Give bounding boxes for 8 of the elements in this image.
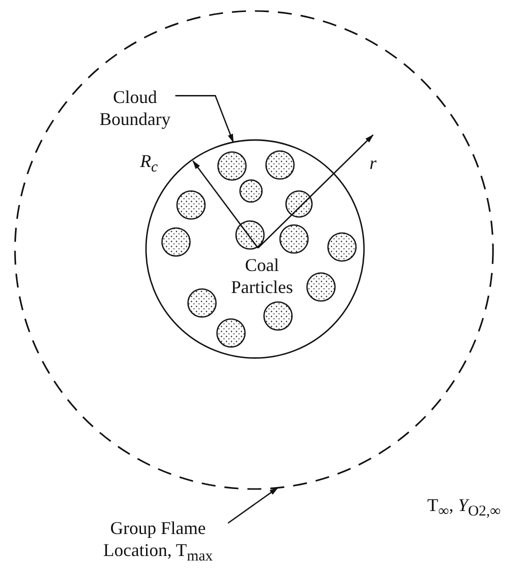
callout-label: Group Flame Location, T$_{max}$ bbox=[88, 517, 228, 568]
ambient-conditions-label: T$_{∞}$, Y$_{O2,∞}$ bbox=[426, 494, 502, 522]
particles-label: Coal Particles bbox=[230, 254, 294, 298]
radius-label: r bbox=[368, 152, 378, 174]
leader-line bbox=[175, 95, 234, 144]
leader-line bbox=[228, 487, 278, 524]
radius-label: R$_{c}$ bbox=[139, 150, 159, 178]
callout-label: Cloud Boundary bbox=[79, 86, 191, 130]
